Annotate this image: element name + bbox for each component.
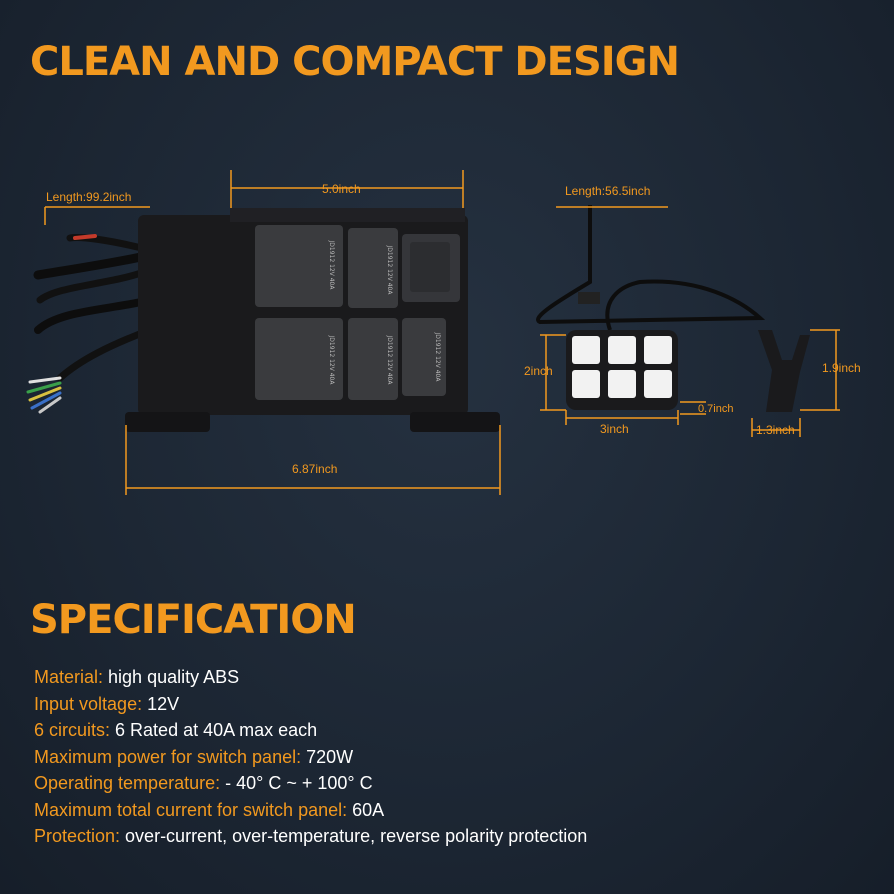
relay-label: JD1912 12V 40A xyxy=(328,335,335,386)
spec-value: 720W xyxy=(301,746,354,767)
mounting-bracket xyxy=(758,330,810,412)
spec-value: 6 Rated at 40A max each xyxy=(110,720,318,740)
spec-key: Input voltage: xyxy=(34,693,143,714)
spec-item: Input voltage: 12V xyxy=(34,691,587,718)
spec-value: high quality ABS xyxy=(103,667,240,687)
relay-grid xyxy=(255,225,460,400)
relay-label: JD1912 12V 40A xyxy=(328,240,335,291)
panel-cable xyxy=(536,205,766,331)
spec-value: over-current, over-temperature, reverse … xyxy=(120,826,588,846)
box-length-label: 6.87inch xyxy=(292,462,338,476)
bracket-width-label: 1.3inch xyxy=(756,423,795,437)
spec-item: 6 circuits: 6 Rated at 40A max each xyxy=(34,717,587,744)
panel-depth-label: 0.7inch xyxy=(698,403,734,415)
box-width-label: 5.0inch xyxy=(322,182,361,196)
bracket-height-label: 1.9inch xyxy=(822,361,861,375)
spec-item: Material: high quality ABS xyxy=(34,664,587,691)
spec-key: Protection: xyxy=(34,826,121,846)
spec-item: Operating temperature: - 40° C ~ + 100° … xyxy=(34,770,587,797)
relay-label: JD1912 12V 40A xyxy=(386,335,393,386)
spec-list: Material: high quality ABS Input voltage… xyxy=(34,664,587,850)
spec-key: Material: xyxy=(34,667,104,687)
spec-title: SPECIFICATION xyxy=(30,597,357,643)
panel-height-label: 2inch xyxy=(524,364,553,378)
panel-cable-length-label: Length:56.5inch xyxy=(565,184,651,198)
spec-value: 12V xyxy=(142,693,180,714)
relay-label: JD1912 12V 40A xyxy=(386,245,393,296)
dimension-lines xyxy=(44,170,840,495)
spec-item: Protection: over-current, over-temperatu… xyxy=(34,823,587,850)
spec-key: Maximum total current for switch panel: xyxy=(34,799,348,820)
wire-harness xyxy=(26,234,155,414)
spec-key: 6 circuits: xyxy=(34,720,111,740)
spec-key: Operating temperature: xyxy=(34,773,221,793)
spec-value: 60A xyxy=(347,799,385,820)
switch-panel xyxy=(566,330,678,410)
page-title: CLEAN AND COMPACT DESIGN xyxy=(30,39,680,85)
panel-width-label: 3inch xyxy=(600,422,629,436)
harness-length-label: Length:99.2inch xyxy=(46,190,132,204)
spec-item: Maximum total current for switch panel: … xyxy=(34,797,587,824)
spec-value: - 40° C ~ + 100° C xyxy=(220,773,373,793)
spec-item: Maximum power for switch panel: 720W xyxy=(34,744,587,771)
spec-key: Maximum power for switch panel: xyxy=(34,746,302,767)
relay-label: JD1912 12V 40A xyxy=(434,332,441,383)
